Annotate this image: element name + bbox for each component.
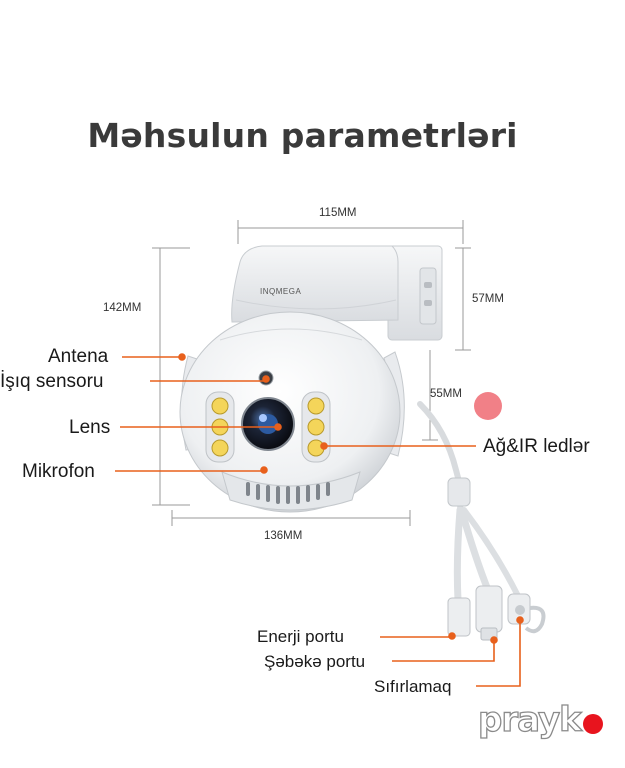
- callout-leds: Ağ&IR ledlər: [483, 436, 590, 457]
- cable-bundle: [417, 401, 521, 604]
- dimension-mount-height: 57MM: [472, 293, 504, 305]
- callout-antenna: Antena: [48, 346, 109, 367]
- brand-logo: prayk: [477, 699, 582, 740]
- callout-light-sensor: İşıq sensoru: [0, 371, 104, 392]
- dimension-lines: [152, 220, 471, 526]
- dimension-head-height: 55MM: [430, 388, 462, 400]
- callout-lens: Lens: [69, 417, 111, 438]
- callout-network-port: Şəbəkə portu: [264, 652, 366, 671]
- callout-reset: Sıfırlamaq: [374, 677, 452, 696]
- brand-logo-dot: [583, 714, 603, 734]
- dimension-width-bottom: 136MM: [264, 530, 303, 542]
- camera-head: [179, 311, 401, 513]
- page-title: Məhsulun parametrləri: [87, 116, 518, 155]
- callout-lines: [115, 353, 524, 687]
- dimension-height-total: 142MM: [103, 302, 142, 314]
- connectors: [447, 585, 546, 641]
- watermark-dot: [474, 392, 502, 420]
- camera-brand-label: INQMEGA: [260, 287, 302, 296]
- dimension-width-top: 115MM: [319, 207, 357, 219]
- callout-power-port: Enerji portu: [257, 627, 344, 646]
- callout-microphone: Mikrofon: [22, 461, 95, 482]
- wall-mount: [231, 245, 443, 341]
